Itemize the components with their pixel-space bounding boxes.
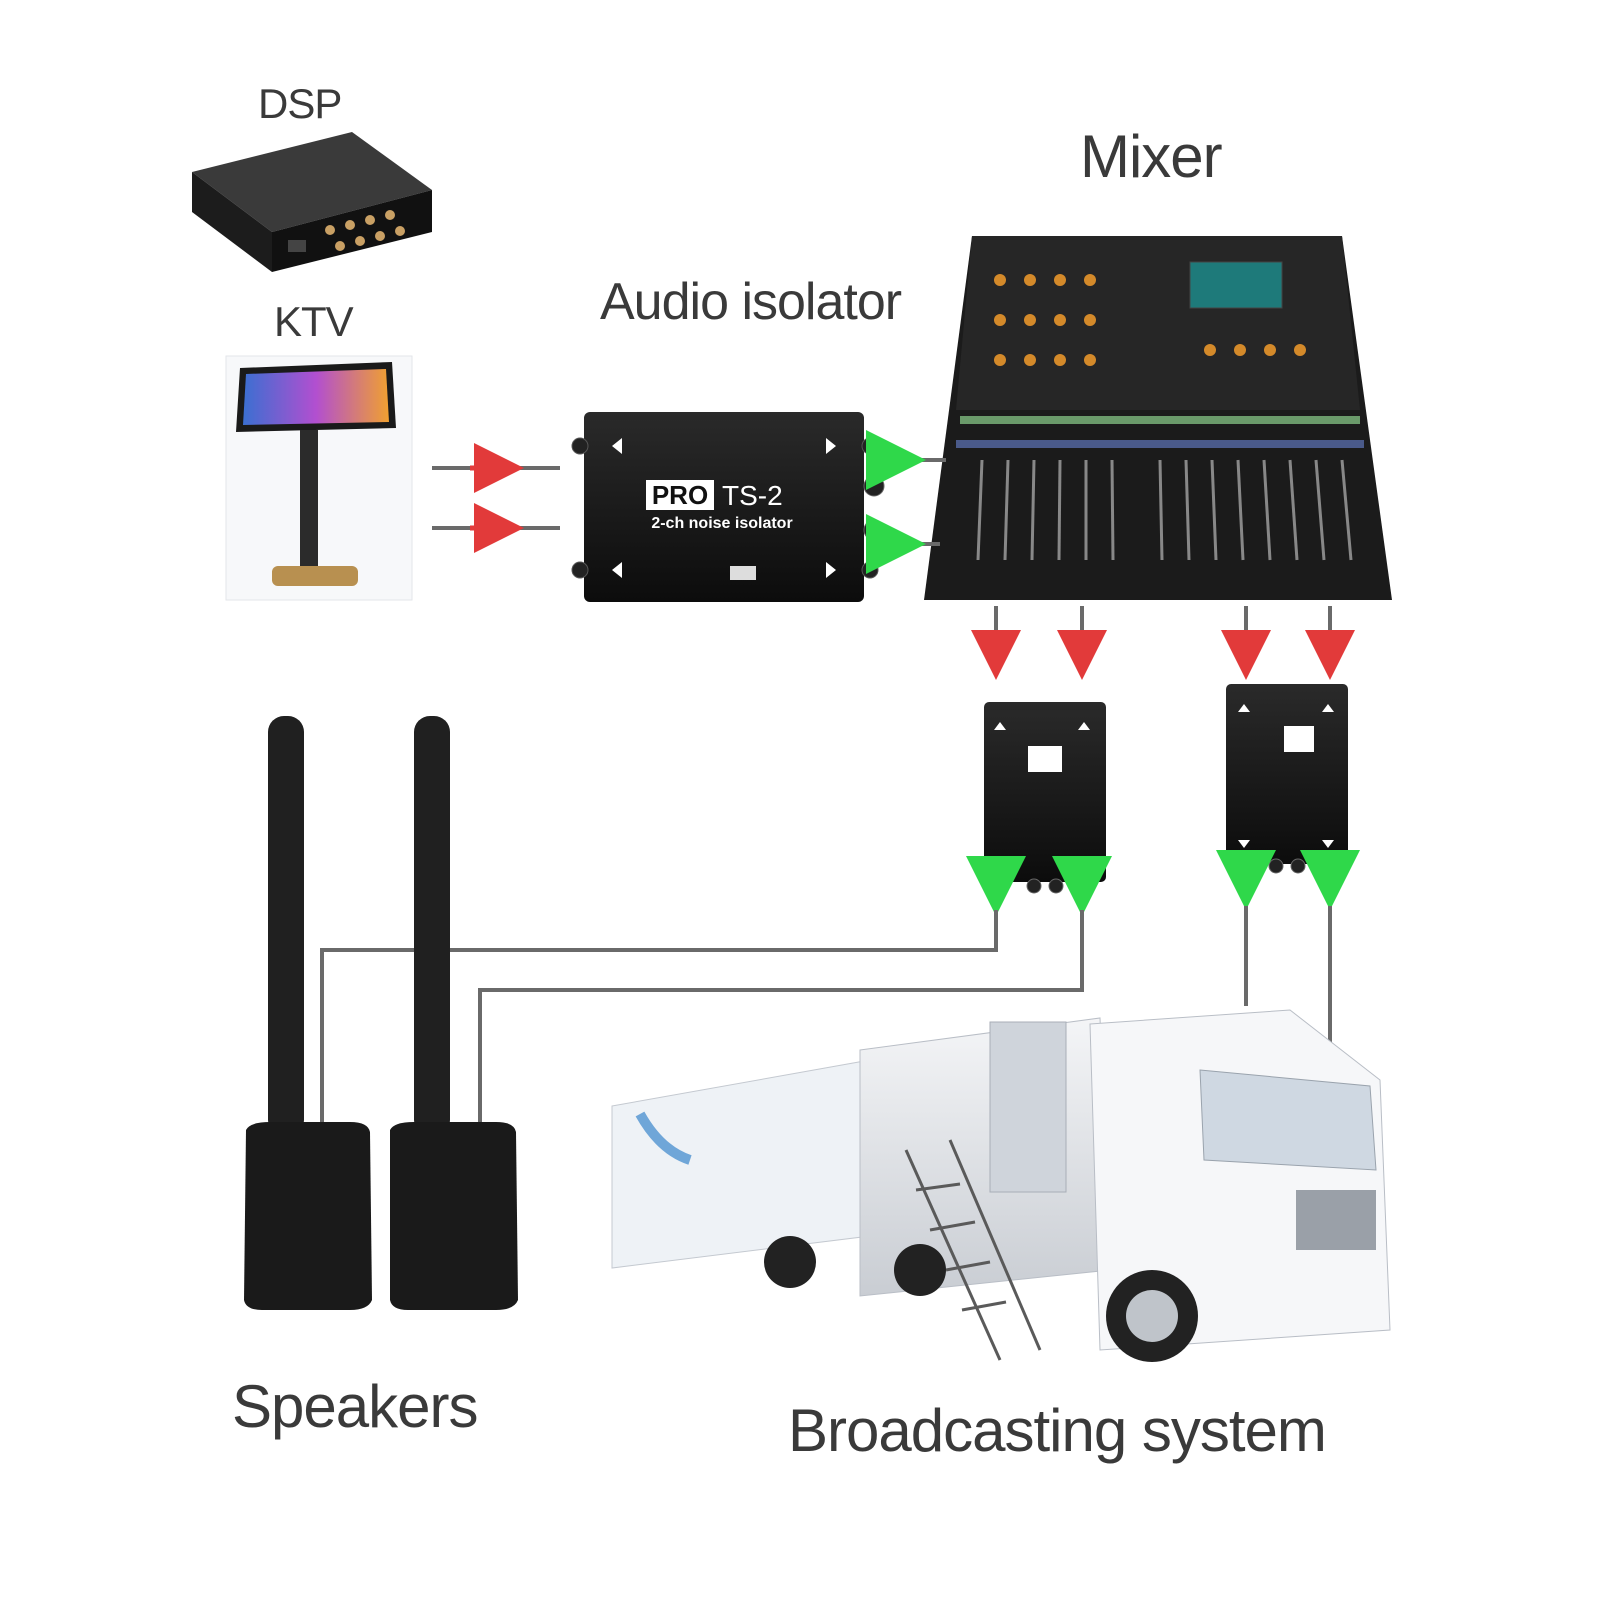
isolator-model: TS-2 bbox=[722, 480, 783, 511]
speaker-isolator-device bbox=[984, 702, 1106, 894]
mixer-label: Mixer bbox=[1080, 123, 1223, 190]
isolator-output-arrows bbox=[966, 850, 1360, 916]
input-cables bbox=[432, 443, 560, 553]
mixer-console-icon bbox=[924, 236, 1392, 600]
mixer-output-arrows bbox=[971, 606, 1355, 680]
broadcasting-system-label: Broadcasting system bbox=[788, 1397, 1327, 1464]
output-cables bbox=[320, 906, 1332, 1130]
mixer-input-arrows bbox=[866, 430, 946, 574]
audio-isolator-label: Audio isolator bbox=[600, 273, 902, 331]
isolator-brand: PRO bbox=[652, 480, 708, 510]
dsp-device-icon bbox=[192, 132, 432, 272]
ktv-label: KTV bbox=[274, 298, 354, 345]
speaker-left-icon bbox=[244, 716, 372, 1310]
broadcast-truck-icon bbox=[611, 1009, 1391, 1362]
dsp-label: DSP bbox=[258, 80, 342, 127]
ktv-kiosk-icon bbox=[225, 355, 413, 601]
speakers-label: Speakers bbox=[232, 1373, 478, 1440]
isolator-subtitle: 2-ch noise isolator bbox=[651, 515, 792, 532]
broadcast-isolator-device bbox=[1226, 684, 1348, 874]
audio-isolator-device: PRO TS-2 2-ch noise isolator bbox=[571, 412, 885, 602]
speaker-right-icon bbox=[390, 716, 518, 1310]
